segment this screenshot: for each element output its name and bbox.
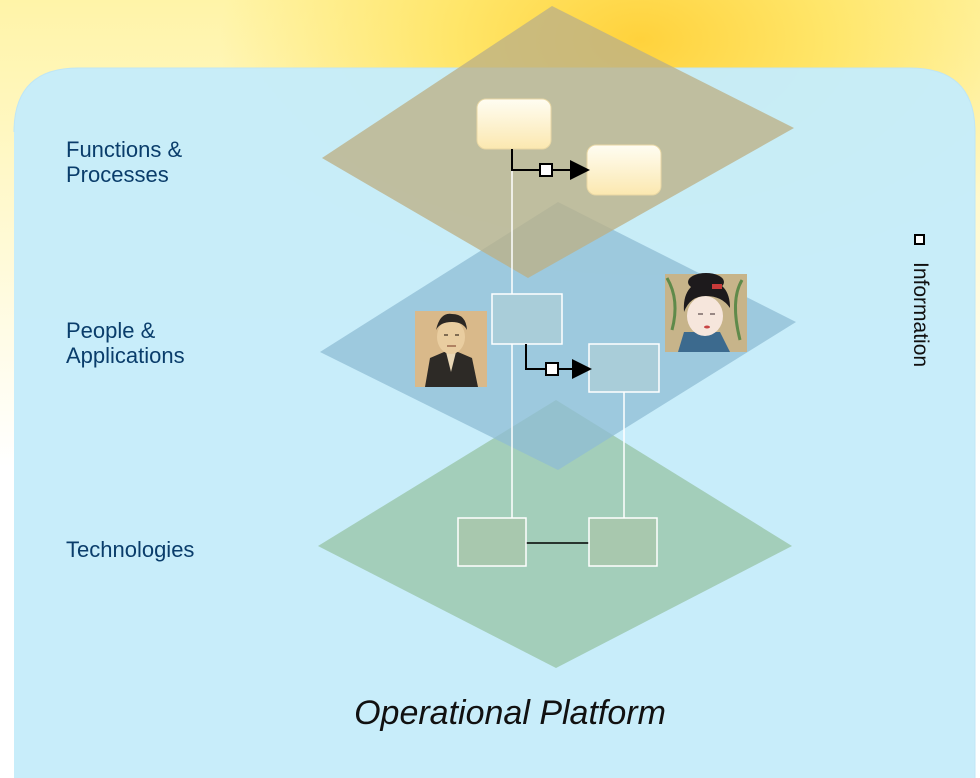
functions-processes-layer-plane [322,6,794,278]
process-information-marker [539,163,553,177]
layer-label-technologies: Technologies [66,537,195,562]
technologies-layer-plane [318,400,792,668]
application-box-1[interactable] [491,293,563,345]
layer-label-people-applications: People & Applications [66,318,185,368]
process-box-1[interactable] [476,98,552,150]
information-legend: Information [908,232,938,432]
platform-title: Operational Platform [354,694,666,732]
application-flow-connector [525,344,592,379]
technology-box-1[interactable] [457,517,527,567]
process-flow-connector [511,149,590,180]
legend-label: Information [909,262,932,368]
process-box-2[interactable] [586,144,662,196]
portrait-man-icon [415,311,487,387]
application-box-2[interactable] [588,343,660,393]
layer-label-functions-processes: Functions & Processes [66,137,183,187]
information-square-icon [914,234,925,245]
technology-box-2[interactable] [588,517,658,567]
application-information-marker [545,362,559,376]
portrait-woman-icon [665,273,747,352]
